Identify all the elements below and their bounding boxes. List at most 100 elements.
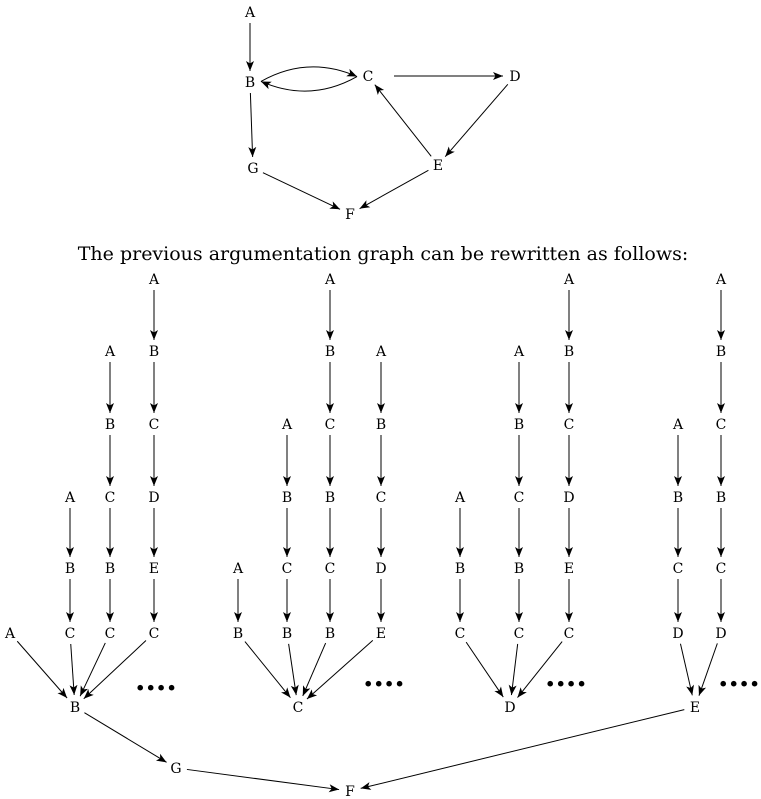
nodes-layer: A B C D E G F F G E B C D A A B C A B C B C A B C D E C A B A B C B A B C B C B… <box>4 5 727 799</box>
node-d: D <box>504 700 515 716</box>
node-f: F <box>345 207 355 223</box>
node-a: A <box>563 272 575 288</box>
node-b: B <box>149 344 159 360</box>
edge <box>302 642 327 697</box>
ellipsis-d: .... <box>545 659 587 694</box>
node-e: E <box>149 561 159 577</box>
edge <box>288 643 299 696</box>
edge <box>260 66 358 82</box>
node-c: C <box>105 490 116 506</box>
node-c: C <box>325 561 336 577</box>
edge <box>69 643 78 696</box>
node-b: B <box>65 561 75 577</box>
node-b: B <box>282 490 292 506</box>
node-b: B <box>376 417 386 433</box>
edge <box>465 641 504 698</box>
node-d: D <box>509 69 520 85</box>
edge <box>444 83 509 158</box>
node-c: C <box>716 561 727 577</box>
node-b: B <box>455 561 465 577</box>
node-c: C <box>65 626 76 642</box>
node-d: D <box>715 626 726 642</box>
node-b: B <box>514 561 524 577</box>
node-a: A <box>244 5 256 21</box>
edge <box>84 712 167 763</box>
node-b: B <box>514 417 524 433</box>
edge <box>698 643 718 696</box>
node-f: F <box>345 784 355 799</box>
node-b: B <box>245 75 255 91</box>
node-e: E <box>690 700 700 716</box>
node-a: A <box>324 272 336 288</box>
node-a: A <box>64 490 76 506</box>
node-a: A <box>232 561 244 577</box>
edge <box>374 84 432 157</box>
edge <box>360 709 685 790</box>
edge <box>359 169 429 210</box>
node-b: B <box>105 561 115 577</box>
edges-layer <box>16 23 725 793</box>
node-b: B <box>325 626 335 642</box>
node-c: C <box>105 626 116 642</box>
node-c: C <box>716 417 727 433</box>
node-a: A <box>281 417 293 433</box>
ellipsis-e: .... <box>718 659 760 694</box>
node-c: C <box>149 417 160 433</box>
node-g: G <box>247 161 258 177</box>
node-c: C <box>455 626 466 642</box>
node-c: C <box>673 561 684 577</box>
node-b: B <box>325 490 335 506</box>
node-b: B <box>673 490 683 506</box>
edge <box>260 76 358 92</box>
node-c: C <box>514 490 525 506</box>
node-e: E <box>433 158 443 174</box>
node-a: A <box>454 490 466 506</box>
edge <box>248 92 257 158</box>
node-a: A <box>104 344 116 360</box>
node-b: B <box>233 626 243 642</box>
ellipsis-c: .... <box>363 659 405 694</box>
ellipsis-b: .... <box>135 663 177 698</box>
node-a: A <box>513 344 525 360</box>
node-c: C <box>564 626 575 642</box>
edge <box>186 768 340 793</box>
edge <box>517 641 563 698</box>
node-b: B <box>716 344 726 360</box>
node-d: D <box>672 626 683 642</box>
node-b: B <box>105 417 115 433</box>
node-b: B <box>70 700 80 716</box>
node-d: D <box>563 490 574 506</box>
node-a: A <box>672 417 684 433</box>
node-d: D <box>375 561 386 577</box>
node-e: E <box>564 561 574 577</box>
edge <box>679 643 694 696</box>
node-a: A <box>715 272 727 288</box>
node-e: E <box>376 626 386 642</box>
node-b: B <box>716 490 726 506</box>
edge <box>262 172 341 210</box>
node-b: B <box>282 626 292 642</box>
edge <box>306 639 374 700</box>
node-g: G <box>170 761 181 777</box>
node-c: C <box>363 69 374 85</box>
node-c: C <box>514 626 525 642</box>
node-b: B <box>325 344 335 360</box>
node-c: C <box>325 417 336 433</box>
node-a: A <box>4 626 16 642</box>
edge <box>83 640 147 700</box>
edge <box>244 641 291 698</box>
node-c: C <box>282 561 293 577</box>
node-c: C <box>149 626 160 642</box>
edge <box>79 642 106 697</box>
edge <box>16 640 68 699</box>
node-c: C <box>564 417 575 433</box>
node-a: A <box>148 272 160 288</box>
edge <box>508 643 519 696</box>
node-a: A <box>375 344 387 360</box>
node-b: B <box>564 344 574 360</box>
node-c: C <box>293 700 304 716</box>
caption: The previous argumentation graph can be … <box>78 243 689 265</box>
node-d: D <box>148 490 159 506</box>
node-c: C <box>376 490 387 506</box>
